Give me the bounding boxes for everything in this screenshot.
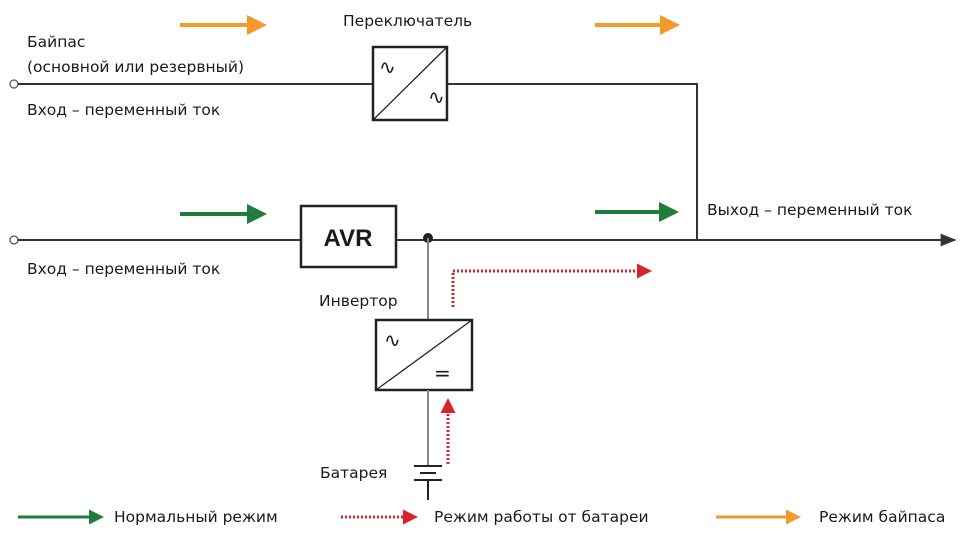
inverter-label: Инвертор bbox=[319, 292, 398, 310]
battery-icon bbox=[414, 465, 442, 500]
legend-battery-label: Режим работы от батареи bbox=[434, 508, 649, 526]
switch-ac-in-symbol: ∿ bbox=[379, 55, 396, 79]
inverter-ac-symbol: ∿ bbox=[384, 328, 401, 352]
bypass-label-line1: Байпас bbox=[27, 33, 85, 51]
main-input-label: Вход – переменный ток bbox=[27, 260, 220, 278]
bypass-input-label: Вход – переменный ток bbox=[27, 101, 220, 119]
bypass-label-line2: (основной или резервный) bbox=[27, 58, 244, 76]
output-label: Выход – переменный ток bbox=[707, 201, 913, 219]
switch-label: Переключатель bbox=[343, 12, 472, 30]
legend: Нормальный режим Режим работы от батареи… bbox=[18, 508, 945, 526]
avr-block: AVR bbox=[299, 204, 398, 269]
battery-flow-arrow-out bbox=[451, 263, 652, 307]
static-switch-block: ∿ ∿ bbox=[371, 45, 449, 122]
inverter-block: ∿ = bbox=[374, 318, 474, 392]
legend-normal-label: Нормальный режим bbox=[114, 508, 278, 526]
bypass-input-terminal bbox=[9, 79, 19, 89]
legend-bypass-label: Режим байпаса bbox=[819, 508, 945, 526]
main-input-terminal bbox=[9, 235, 19, 245]
switch-ac-out-symbol: ∿ bbox=[428, 85, 445, 109]
avr-label: AVR bbox=[324, 225, 373, 252]
inverter-dc-symbol: = bbox=[434, 361, 451, 385]
battery-label: Батарея bbox=[320, 464, 387, 482]
